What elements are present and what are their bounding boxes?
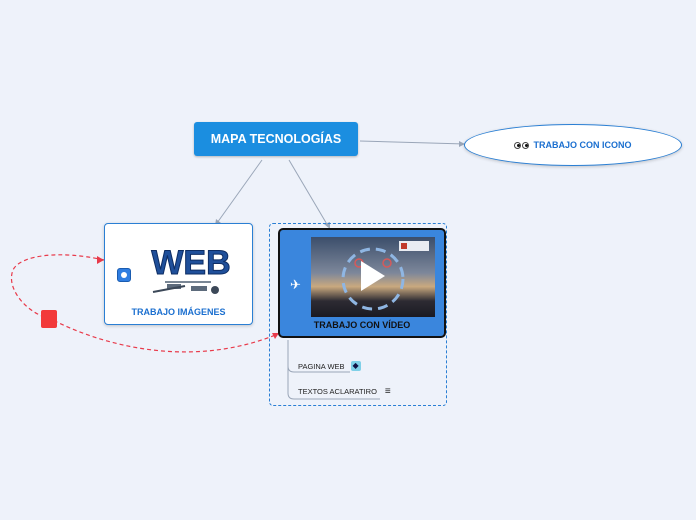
subtopic-pagina-web-label: PAGINA WEB: [298, 361, 345, 371]
play-icon[interactable]: [361, 261, 385, 291]
topic-trabajo-video[interactable]: ✈ TRABAJO CON VÍDEO: [278, 228, 446, 338]
globe-icon: ◆: [350, 361, 361, 371]
subtopic-textos-aclaratiro-label: TEXTOS ACLARATIRO: [298, 387, 377, 396]
topic-trabajo-video-label: TRABAJO CON VÍDEO: [313, 320, 411, 330]
central-topic[interactable]: MAPA TECNOLOGÍAS: [194, 122, 358, 156]
topic-trabajo-imagenes-label: TRABAJO IMÁGENES: [131, 307, 226, 317]
video-thumbnail[interactable]: [311, 237, 435, 317]
camera-icon: [117, 268, 131, 282]
topic-trabajo-icono-label: TRABAJO CON ICONO: [533, 140, 632, 150]
web-image-text: WEB: [151, 244, 230, 282]
subtopic-pagina-web[interactable]: PAGINA WEB ◆: [298, 361, 361, 371]
eyes-icon: [514, 141, 530, 149]
topic-trabajo-imagenes[interactable]: WEB TRABAJO IMÁGENES: [104, 223, 253, 325]
web-image: WEB: [151, 244, 231, 294]
topic-trabajo-icono[interactable]: TRABAJO CON ICONO: [464, 124, 682, 166]
notes-icon: ≡: [384, 386, 391, 397]
boundary: [269, 223, 447, 406]
central-topic-label: MAPA TECNOLOGÍAS: [210, 132, 342, 146]
airplane-icon: ✈: [290, 277, 301, 292]
relationship-control-point[interactable]: [41, 310, 57, 328]
subtopic-textos-aclaratiro[interactable]: TEXTOS ACLARATIRO ≡: [298, 386, 391, 397]
